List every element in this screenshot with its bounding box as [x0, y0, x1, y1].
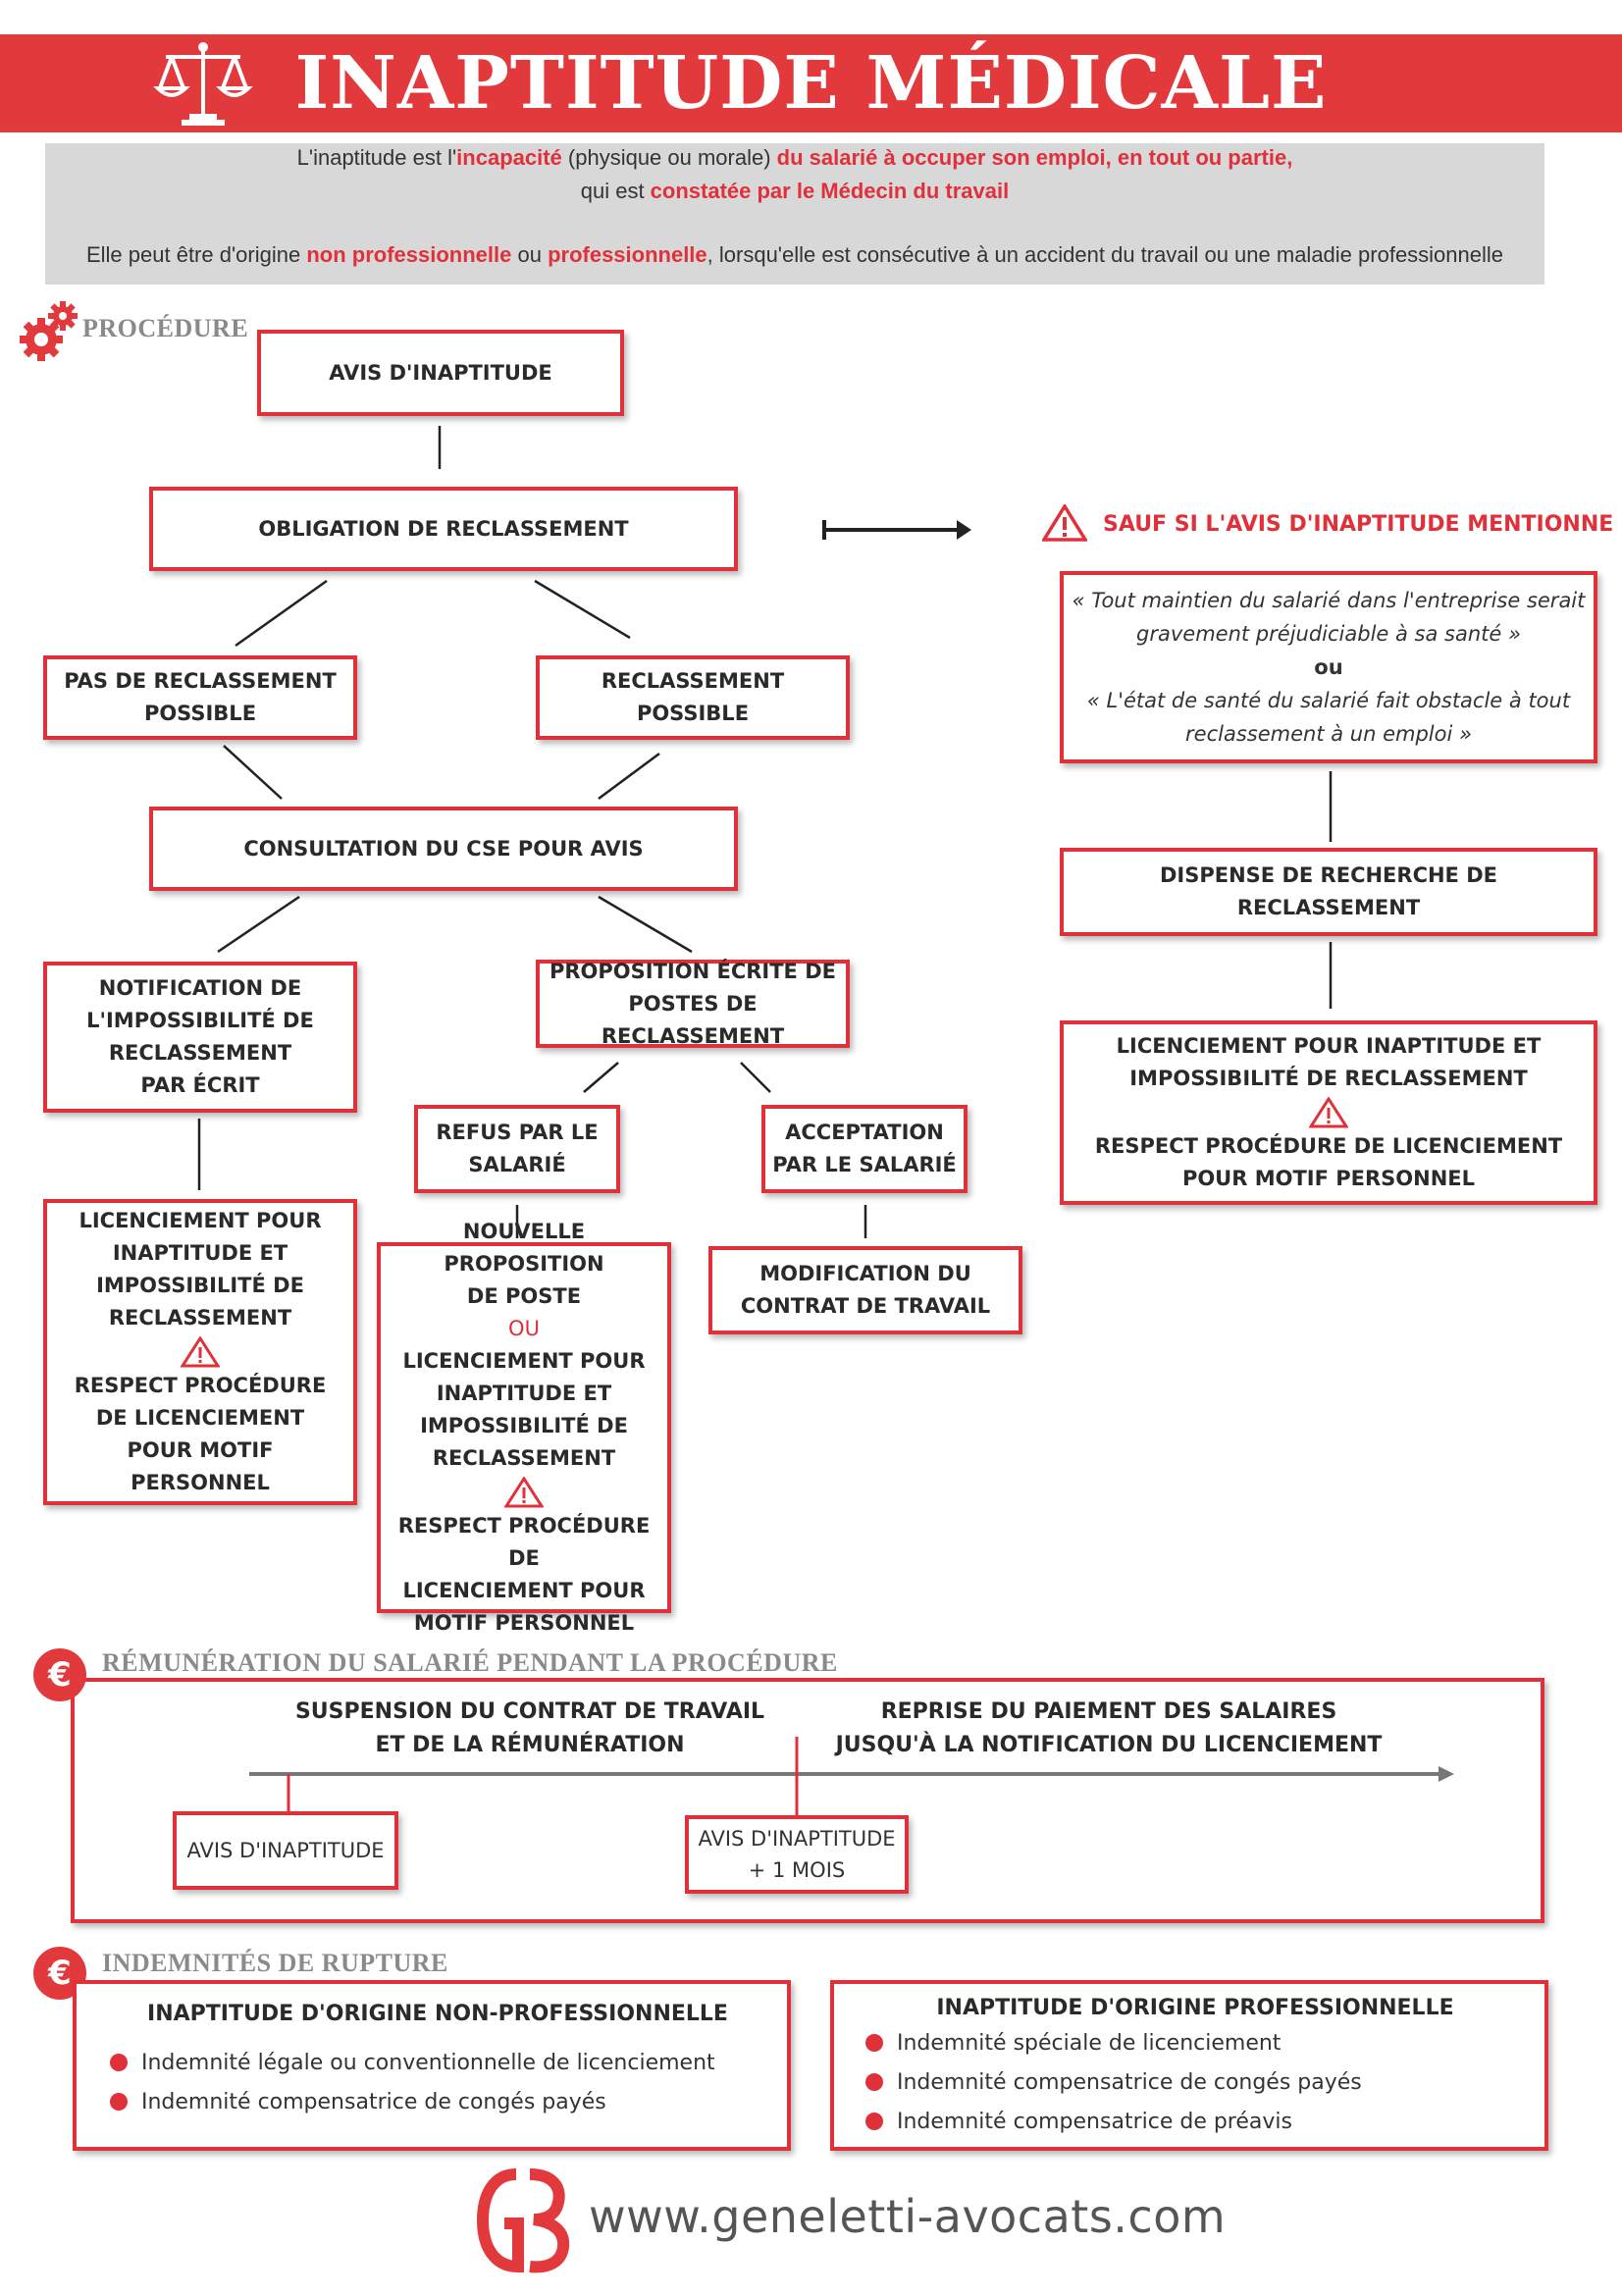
notification-impossibilite-box: NOTIFICATION DE L'IMPOSSIBILITÉ DE RECLA…	[43, 962, 357, 1113]
bullet-dot	[865, 2034, 883, 2052]
reprise-label: REPRISE DU PAIEMENT DES SALAIRES JUSQU'À…	[835, 1699, 1383, 1757]
gears-icon	[18, 296, 80, 363]
timeline-arrow	[249, 1737, 1454, 1817]
header-bar	[0, 34, 1622, 132]
modification-contrat-box: MODIFICATION DU CONTRAT DE TRAVAIL	[708, 1246, 1022, 1334]
obligation-reclassement-box: OBLIGATION DE RECLASSEMENT	[149, 487, 738, 571]
warning-icon	[1040, 502, 1089, 542]
bullet-dot	[110, 2054, 128, 2071]
website-url[interactable]: www.geneletti-avocats.com	[589, 2190, 1227, 2243]
acceptation-salarie-box: ACCEPTATION PAR LE SALARIÉ	[761, 1105, 968, 1193]
warning-icon	[1308, 1097, 1348, 1128]
indemnites-non-pro-frame	[73, 1980, 791, 2151]
refus-salarie-box: REFUS PAR LE SALARIÉ	[414, 1105, 620, 1193]
bullet-dot	[110, 2093, 128, 2111]
timeline-avis-box: AVIS D'INAPTITUDE	[173, 1811, 398, 1890]
indemnites-section-title: INDEMNITÉS DE RUPTURE	[102, 1949, 448, 1977]
licenciement-droite-box: LICENCIEMENT POUR INAPTITUDE ET IMPOSSIB…	[1060, 1020, 1597, 1205]
consultation-cse-box: CONSULTATION DU CSE POUR AVIS	[149, 807, 738, 891]
avis-inaptitude-box: AVIS D'INAPTITUDE	[257, 330, 624, 416]
gb-logo-icon	[476, 2166, 571, 2274]
proposition-postes-box: PROPOSITION ÉCRITE DE POSTES DE RECLASSE…	[536, 960, 850, 1048]
non-pro-item: Indemnité compensatrice de congés payés	[110, 2090, 606, 2114]
intro-box: L'inaptitude est l'incapacité (physique …	[45, 143, 1544, 285]
nouvelle-proposition-box: NOUVELLE PROPOSITION DE POSTE OU LICENCI…	[377, 1220, 671, 1635]
pro-item: Indemnité spéciale de licenciement	[865, 2031, 1281, 2056]
non-pro-item: Indemnité légale ou conventionnelle de l…	[110, 2051, 715, 2075]
pro-title: INAPTITUDE D'ORIGINE PROFESSIONNELLE	[936, 1996, 1454, 2020]
indemnites-pro-frame	[830, 1980, 1548, 2151]
intro-line-3: Elle peut être d'origine non professionn…	[85, 242, 1504, 267]
balance-scale-icon	[152, 39, 255, 130]
pro-item: Indemnité compensatrice de préavis	[865, 2110, 1292, 2134]
dispense-recherche-box: DISPENSE DE RECHERCHE DE RECLASSEMENT	[1060, 848, 1597, 936]
warning-icon	[181, 1336, 220, 1368]
euro-icon: €	[33, 1648, 86, 1701]
bullet-dot	[865, 2113, 883, 2130]
sauf-si-label: SAUF SI L'AVIS D'INAPTITUDE MENTIONNE	[1103, 512, 1614, 537]
flowchart-connectors	[197, 426, 1333, 1238]
intro-line-2: qui est constatée par le Médecin du trav…	[580, 179, 1010, 203]
intro-line-1: L'inaptitude est l'incapacité (physique …	[296, 145, 1293, 170]
suspension-label: SUSPENSION DU CONTRAT DE TRAVAIL ET DE L…	[294, 1699, 765, 1757]
warning-icon	[504, 1477, 544, 1508]
procedure-section-title: PROCÉDURE	[82, 314, 249, 342]
pro-item: Indemnité compensatrice de congés payés	[865, 2070, 1362, 2095]
non-pro-title: INAPTITUDE D'ORIGINE NON-PROFESSIONNELLE	[147, 2002, 728, 2026]
mentions-avis-box: « Tout maintien du salarié dans l'entrep…	[1060, 571, 1597, 763]
bullet-dot	[865, 2073, 883, 2091]
remuneration-section-title: RÉMUNÉRATION DU SALARIÉ PENDANT LA PROCÉ…	[102, 1648, 844, 1678]
page-title: INAPTITUDE MÉDICALE	[294, 41, 1328, 126]
timeline-avis-mois-box: AVIS D'INAPTITUDE+ 1 MOIS	[685, 1815, 909, 1894]
licenciement-gauche-box: LICENCIEMENT POUR INAPTITUDE ET IMPOSSIB…	[43, 1199, 357, 1505]
